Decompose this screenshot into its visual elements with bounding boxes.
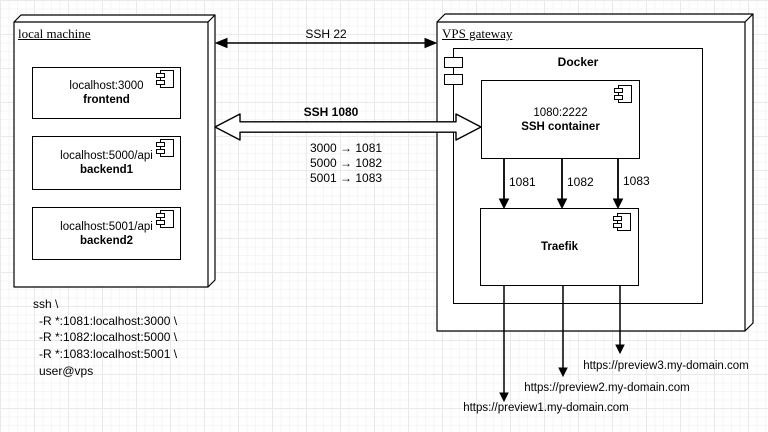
- ssh22-label: SSH 22: [305, 27, 347, 41]
- ssh-command-line: -R *:1081:localhost:3000 \: [39, 314, 178, 328]
- uml-component-icon: [156, 139, 174, 157]
- port-label-1082: 1082: [567, 175, 594, 189]
- component-address: localhost:5000/api: [60, 150, 153, 162]
- ssh1080-label: SSH 1080: [303, 105, 359, 119]
- public-url-3: https://preview3.my-domain.com: [583, 360, 749, 372]
- component-name: backend2: [79, 234, 134, 247]
- docker-title: Docker: [557, 55, 599, 69]
- ssh-command-line: -R *:1083:localhost:5001 \: [39, 347, 178, 361]
- docker-port-connector-2: [444, 74, 463, 85]
- local-machine-title: local machine: [18, 26, 91, 41]
- port-mapping-item: 3000 → 1081: [310, 141, 383, 155]
- component-name: frontend: [83, 94, 130, 106]
- port-label-1083: 1083: [623, 174, 650, 188]
- vps-gateway-title: VPS gateway: [442, 26, 513, 41]
- public-url-2: https://preview2.my-domain.com: [524, 382, 690, 394]
- uml-component-icon: [156, 70, 174, 88]
- component-name: backend1: [79, 164, 134, 176]
- traefik-name: Traefik: [540, 241, 579, 253]
- uml-component-icon: [156, 210, 174, 228]
- ssh-container-ports: 1080:2222: [533, 106, 588, 119]
- component-address: localhost:5001/api: [60, 220, 153, 233]
- ssh-command-line: user@vps: [39, 364, 94, 378]
- ssh-command-line: -R *:1082:localhost:5000 \: [39, 330, 178, 344]
- uml-component-icon: [613, 213, 631, 231]
- port-label-1081: 1081: [509, 175, 536, 189]
- ssh-command-line: ssh \: [33, 297, 59, 311]
- public-url-1: https://preview1.my-domain.com: [463, 402, 629, 414]
- port-mapping-item: 5001 → 1083: [310, 171, 383, 185]
- uml-component-icon: [614, 85, 632, 103]
- component-address: localhost:3000: [69, 80, 144, 92]
- port-mapping-item: 5000 → 1082: [310, 156, 383, 170]
- ssh-container-name: SSH container: [521, 120, 600, 133]
